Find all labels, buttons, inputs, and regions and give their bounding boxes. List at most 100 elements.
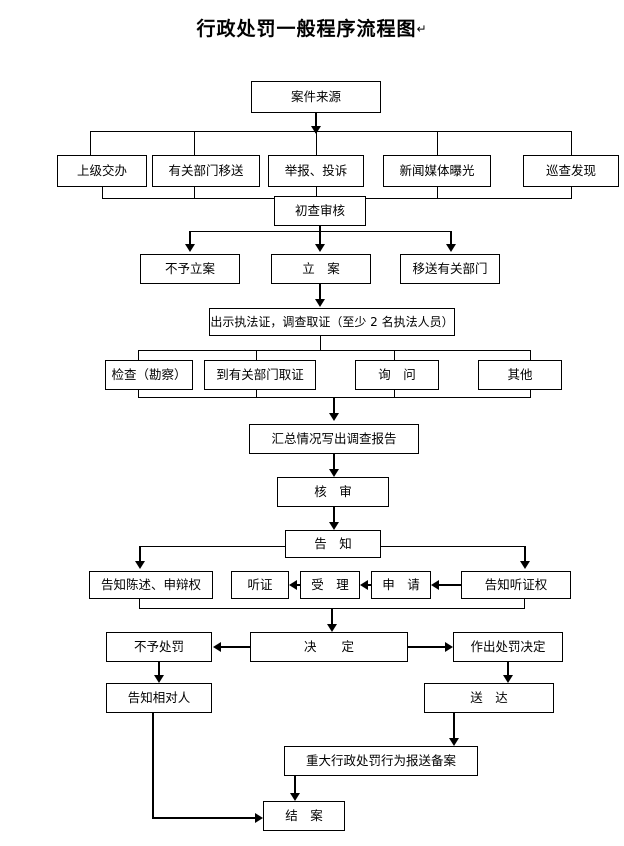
connector-up-patrol: [571, 187, 572, 199]
node-collect-evidence[interactable]: 到有关部门取证: [204, 360, 316, 390]
node-no-penalty[interactable]: 不予处罚: [106, 632, 212, 662]
node-notify-statement[interactable]: 告知陈述、申辩权: [89, 571, 213, 599]
node-application[interactable]: 申 请: [371, 571, 431, 599]
node-interrogation[interactable]: 询 问: [355, 360, 439, 390]
connector-drop-no-filing: [189, 231, 191, 247]
connector-verification-to-notification: [333, 507, 335, 527]
connector-up-collect-evidence: [256, 390, 257, 398]
node-close-case[interactable]: 结 案: [263, 801, 345, 831]
arrow-to-decision: [327, 624, 337, 632]
node-preliminary-review[interactable]: 初查审核: [274, 196, 366, 226]
arrow-to-source-bus: [311, 126, 321, 134]
connector-up-media: [437, 187, 438, 199]
connector-up-inspection: [138, 390, 139, 398]
connector-to-summary-report: [333, 397, 335, 419]
arrow-application-to-acceptance: [360, 580, 368, 590]
node-no-filing[interactable]: 不予立案: [140, 254, 240, 284]
connector-split-bus-investigation: [138, 350, 530, 351]
node-service[interactable]: 送 达: [424, 683, 554, 713]
connector-drop-interrogation: [394, 350, 395, 360]
connector-case-source-stem: [315, 113, 317, 133]
connector-drop-superior: [90, 131, 91, 155]
node-decision[interactable]: 决 定: [250, 632, 408, 662]
connector-down-notify-statement: [139, 599, 140, 609]
arrow-notify-hearing-to-application: [431, 580, 439, 590]
node-media-exposure[interactable]: 新闻媒体曝光: [383, 155, 491, 187]
node-superior-assign[interactable]: 上级交办: [57, 155, 147, 187]
node-make-penalty[interactable]: 作出处罚决定: [453, 632, 563, 662]
arrow-to-verification: [329, 469, 339, 477]
arrow-to-close-case-top: [290, 793, 300, 801]
arrow-decision-to-no-penalty: [213, 642, 221, 652]
node-acceptance[interactable]: 受 理: [300, 571, 360, 599]
node-other[interactable]: 其他: [478, 360, 562, 390]
connector-to-decision: [331, 608, 333, 630]
node-summary-report[interactable]: 汇总情况写出调查报告: [249, 424, 419, 454]
arrow-to-close-case-left: [255, 813, 263, 823]
connector-make-penalty-stem: [507, 662, 509, 680]
connector-notify-hearing-to-application: [435, 584, 461, 586]
connector-up-report: [316, 187, 317, 199]
arrow-acceptance-to-hearing: [289, 580, 297, 590]
arrow-to-file-case: [315, 244, 325, 252]
connector-notify-party-down: [152, 713, 154, 819]
connector-source-bus: [90, 131, 572, 132]
connector-preliminary-stem: [319, 226, 321, 232]
page-title-text: 行政处罚一般程序流程图: [196, 18, 417, 40]
connector-drop-dept-transfer: [194, 131, 195, 155]
node-major-filing[interactable]: 重大行政处罚行为报送备案: [284, 746, 478, 776]
node-report-complaint[interactable]: 举报、投诉: [268, 155, 364, 187]
arrow-to-notify-hearing: [520, 561, 530, 569]
page-title: 行政处罚一般程序流程图↵: [0, 14, 624, 41]
connector-drop-collect-evidence: [256, 350, 257, 360]
arrow-to-notify-party: [154, 675, 164, 683]
arrow-to-summary-report: [329, 413, 339, 421]
connector-drop-other: [530, 350, 531, 360]
connector-up-interrogation: [394, 390, 395, 398]
connector-down-notify-hearing: [524, 599, 525, 609]
connector-drop-inspection: [138, 350, 139, 360]
node-notify-party[interactable]: 告知相对人: [106, 683, 212, 713]
connector-notification-left-arm: [139, 546, 286, 547]
connector-up-dept-transfer: [194, 187, 195, 199]
arrow-to-notification: [329, 522, 339, 530]
node-show-credentials[interactable]: 出示执法证，调查取证（至少 2 名执法人员）: [209, 308, 455, 336]
connector-drop-transfer-dept: [450, 231, 452, 247]
node-inspection[interactable]: 检查（勘察）: [105, 360, 193, 390]
connector-no-penalty-stem: [158, 662, 160, 680]
connector-notification-right-arm: [381, 546, 525, 547]
connector-summary-to-verification: [333, 454, 335, 474]
connector-file-case-stem: [319, 284, 321, 302]
connector-major-filing-stem: [294, 776, 296, 798]
connector-up-superior: [102, 187, 103, 199]
connector-notification-right-drop: [524, 546, 526, 564]
node-file-case[interactable]: 立 案: [271, 254, 371, 284]
connector-decision-to-no-penalty: [221, 646, 251, 648]
connector-decision-to-make-penalty: [408, 646, 445, 648]
node-verification[interactable]: 核 审: [277, 477, 389, 507]
node-notify-hearing[interactable]: 告知听证权: [461, 571, 571, 599]
connector-drop-media: [437, 131, 438, 155]
node-patrol-discovery[interactable]: 巡查发现: [523, 155, 619, 187]
arrow-to-notify-statement: [135, 561, 145, 569]
node-notification[interactable]: 告 知: [285, 530, 381, 558]
arrow-to-show-credentials: [315, 299, 325, 307]
node-transfer-dept[interactable]: 移送有关部门: [400, 254, 500, 284]
connector-notify-party-right: [152, 817, 256, 819]
connector-drop-report: [316, 131, 317, 155]
arrow-to-transfer-dept: [446, 244, 456, 252]
node-hearing[interactable]: 听证: [231, 571, 289, 599]
node-dept-transfer-in[interactable]: 有关部门移送: [152, 155, 260, 187]
connector-drop-patrol: [571, 131, 572, 155]
connector-up-other: [530, 390, 531, 398]
pilcrow-mark: ↵: [416, 22, 428, 36]
connector-drop-file-case: [319, 231, 321, 247]
connector-notification-left-drop: [139, 546, 141, 564]
connector-credentials-stem: [320, 336, 321, 350]
arrow-to-major-filing: [449, 738, 459, 746]
node-case-source[interactable]: 案件来源: [251, 81, 381, 113]
arrow-to-no-filing: [185, 244, 195, 252]
arrow-to-service: [503, 675, 513, 683]
connector-service-stem: [453, 713, 455, 743]
